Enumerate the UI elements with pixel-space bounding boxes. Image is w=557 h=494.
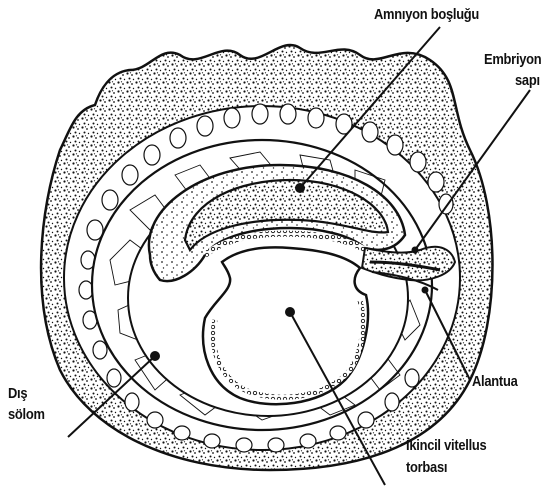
label-allantois: Alantua (472, 373, 517, 390)
label-secondary-yolk-sac-line1: İkincil vitellus (406, 437, 486, 454)
label-secondary-yolk-sac-line2: torbası (406, 459, 447, 476)
label-embryo-stalk-line1: Embriyon (484, 51, 541, 68)
label-amnion-cavity: Amnıyon boşluğu (374, 6, 479, 23)
label-embryo-stalk-line2: sapı (515, 72, 540, 89)
secondary-yolk-sac (203, 247, 368, 404)
label-extra-coelom-line1: Dış (8, 385, 27, 402)
label-extra-coelom-line2: sölom (8, 406, 45, 423)
